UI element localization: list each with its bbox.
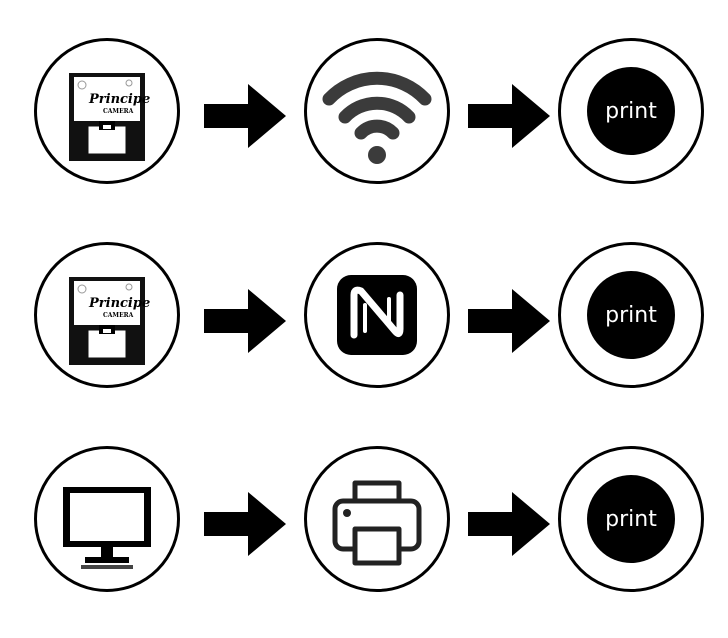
print-badge: print	[587, 67, 675, 155]
row1-source-circle: Principe CAMERA	[34, 38, 180, 184]
camera-printer-icon: Principe CAMERA	[69, 73, 150, 161]
row2-arrow-2	[468, 289, 550, 353]
row2-arrow-1	[204, 289, 286, 353]
wifi-icon	[322, 71, 432, 164]
monitor-icon	[63, 487, 151, 569]
row1-output-circle: print	[558, 38, 704, 184]
device-brand-line2: CAMERA	[103, 108, 134, 115]
row3-output-circle: print	[558, 446, 704, 592]
print-badge: print	[587, 475, 675, 563]
camera-printer-icon: Principe CAMERA	[69, 277, 150, 365]
print-badge: print	[587, 271, 675, 359]
row3-source-circle	[34, 446, 180, 592]
row1-arrow-1	[204, 84, 286, 148]
row2-channel-circle	[304, 242, 450, 388]
print-label: print	[605, 506, 657, 532]
row2-output-circle: print	[558, 242, 704, 388]
row3-arrow-2	[468, 492, 550, 556]
print-label: print	[605, 98, 657, 124]
print-label: print	[605, 302, 657, 328]
device-brand-line1: Principe	[88, 296, 150, 311]
row3-arrow-1	[204, 492, 286, 556]
row1-channel-circle	[304, 38, 450, 184]
device-brand-line2: CAMERA	[103, 312, 134, 319]
row3-channel-circle	[304, 446, 450, 592]
row2-source-circle: Principe CAMERA	[34, 242, 180, 388]
device-brand-line1: Principe	[88, 92, 150, 107]
row1-arrow-2	[468, 84, 550, 148]
printer-icon	[332, 480, 422, 566]
nfc-icon	[337, 275, 417, 355]
